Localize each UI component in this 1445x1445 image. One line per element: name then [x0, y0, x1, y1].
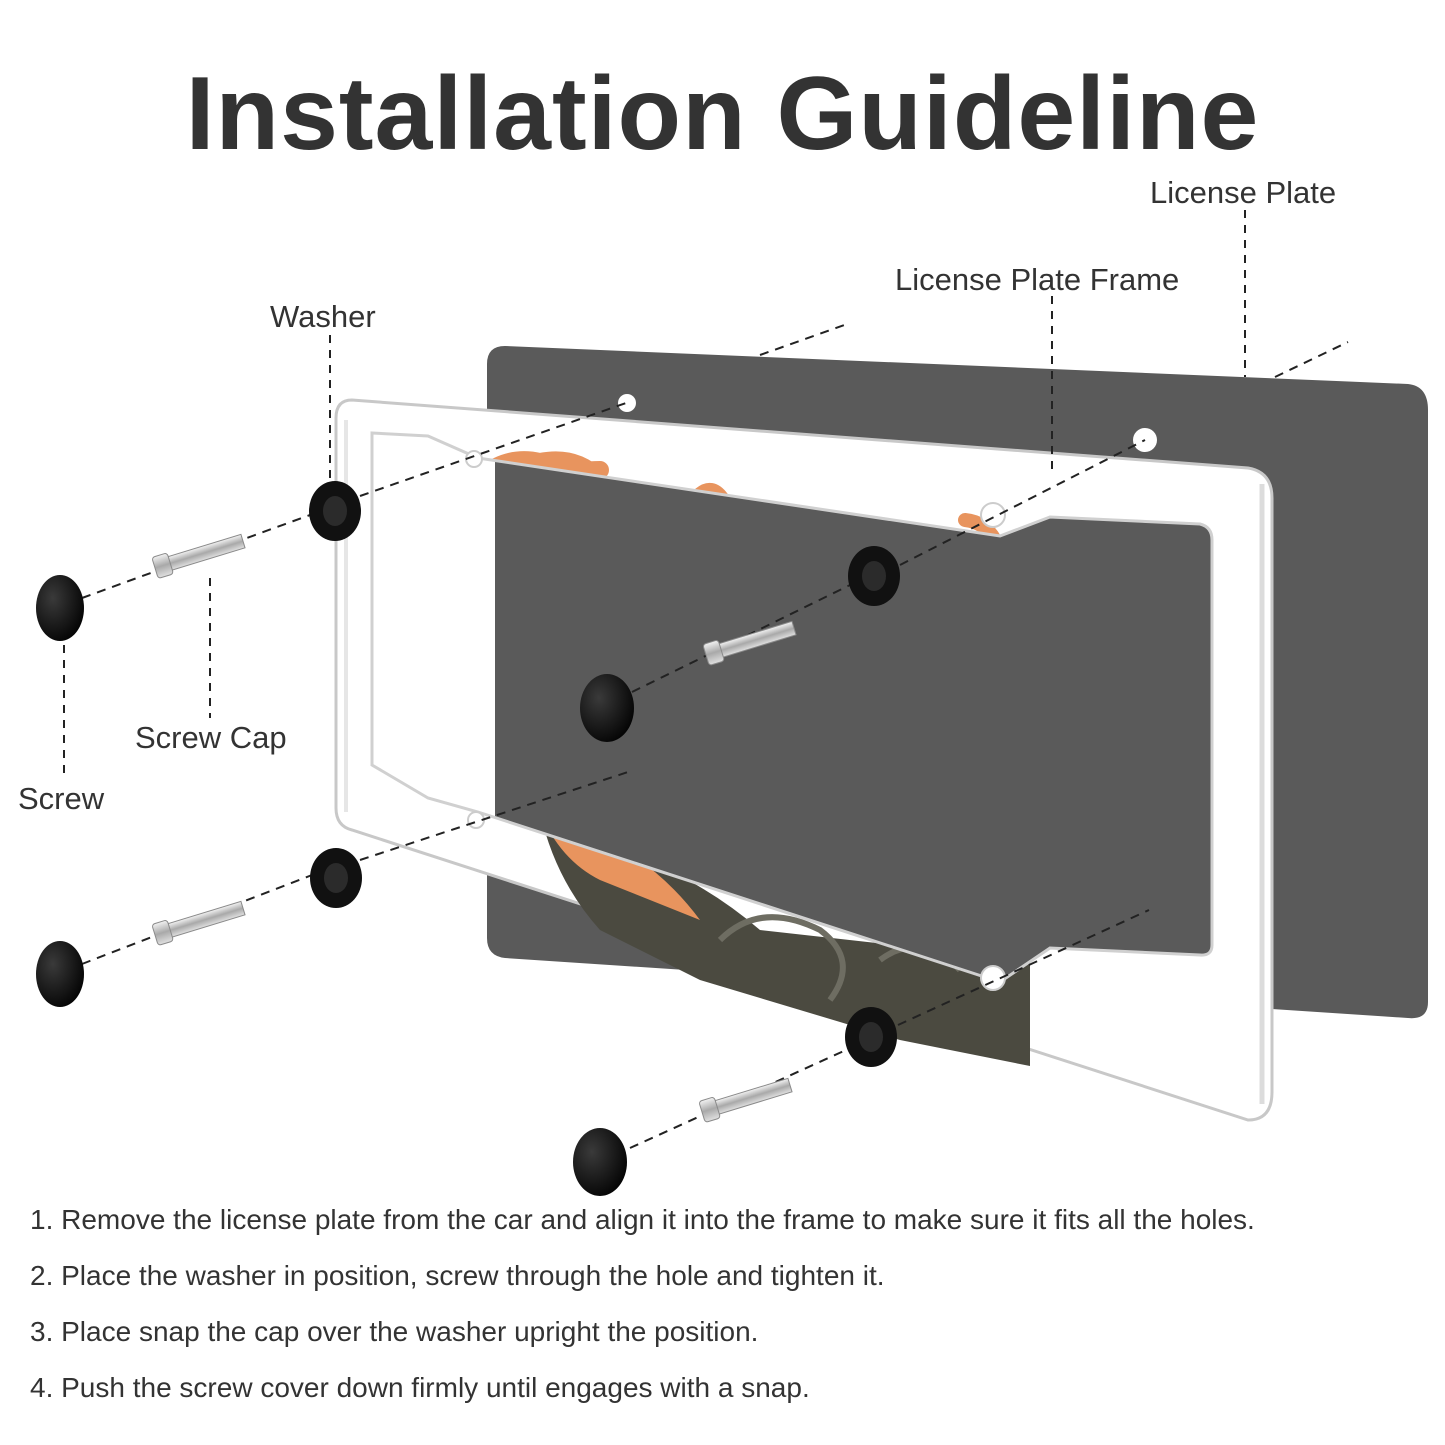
screw-icon — [165, 533, 246, 572]
hardware-set-top-left — [36, 481, 361, 641]
hardware-set-top-right — [580, 546, 900, 742]
screw-icon — [712, 1077, 793, 1116]
step-item: 1. Remove the license plate from the car… — [30, 1204, 1255, 1235]
screw-icon — [165, 900, 246, 939]
hardware-set-bottom-left — [36, 848, 362, 1007]
step-item: 3. Place snap the cap over the washer up… — [30, 1316, 759, 1347]
screw-cap-icon — [36, 941, 84, 1007]
frame-art-figure — [540, 812, 1030, 1066]
label-license-plate: License Plate — [1150, 175, 1337, 210]
hardware-set-bottom-right — [573, 1007, 897, 1196]
step-item: 2. Place the washer in position, screw t… — [30, 1260, 885, 1291]
instruction-steps: 1. Remove the license plate from the car… — [30, 1202, 1255, 1426]
screw-cap-icon — [580, 674, 634, 742]
plate-hole — [618, 394, 636, 412]
label-screw-cap: Screw Cap — [135, 720, 287, 755]
label-license-plate-frame: License Plate Frame — [895, 262, 1180, 297]
label-screw: Screw — [18, 781, 105, 816]
frame-hole — [980, 502, 1006, 528]
step-item: 4. Push the screw cover down firmly unti… — [30, 1372, 810, 1403]
screw-cap-icon — [573, 1128, 627, 1196]
screw-cap-icon — [36, 575, 84, 641]
page-title: Installation Guideline — [185, 56, 1260, 172]
label-washer: Washer — [270, 299, 376, 334]
